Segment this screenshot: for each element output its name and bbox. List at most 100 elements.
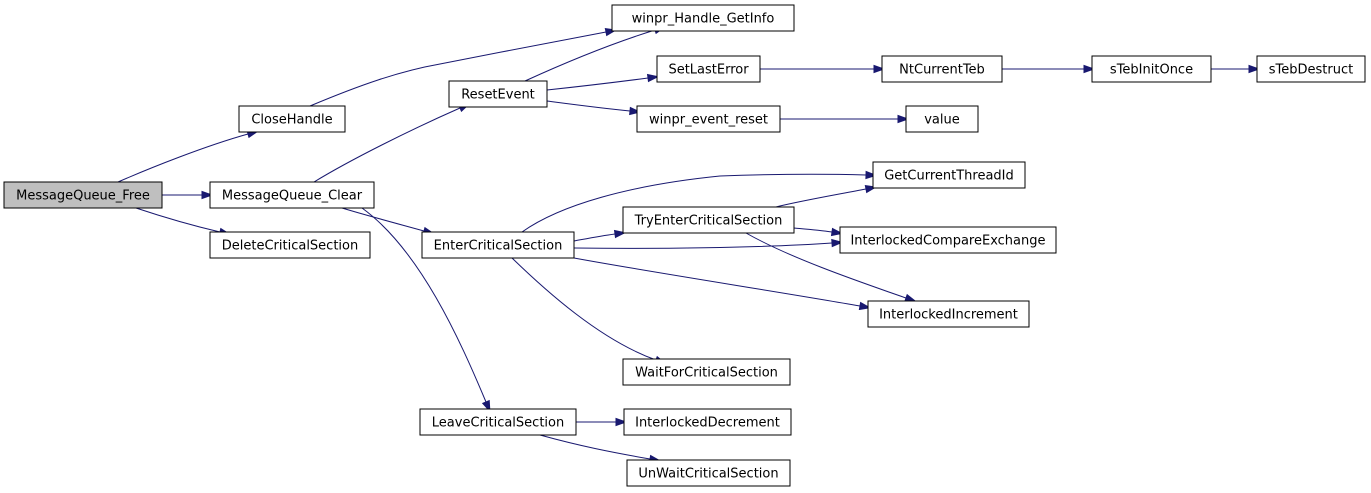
edge-arrowhead	[897, 114, 910, 124]
node-reset-event[interactable]: ResetEvent	[448, 80, 548, 108]
node-box[interactable]	[905, 105, 979, 133]
node-label: sTebInitOnce	[1110, 63, 1193, 78]
edge-reset-event-to-winpr-handle-getinfo	[524, 26, 666, 82]
node-label: value	[924, 113, 960, 128]
node-interlocked-decrement[interactable]: InterlockedDecrement	[623, 408, 792, 436]
node-box[interactable]	[839, 226, 1057, 254]
node-box[interactable]	[872, 161, 1026, 189]
edge-message-queue-free-to-close-handle	[117, 130, 260, 183]
edge-line	[117, 133, 249, 183]
node-message-queue-free[interactable]: MessageQueue_Free	[3, 181, 163, 209]
edge-nt-current-teb-to-steb-init-once	[1002, 64, 1096, 74]
edge-line	[573, 257, 861, 307]
node-enter-critical-section[interactable]: EnterCriticalSection	[421, 231, 575, 259]
edge-line	[511, 257, 657, 361]
edge-message-queue-free-to-delete-critical-section	[135, 207, 232, 236]
node-box[interactable]	[622, 358, 791, 386]
node-nt-current-teb[interactable]: NtCurrentTeb	[881, 55, 1003, 83]
edge-arrowhead	[629, 106, 642, 116]
edge-reset-event-to-set-last-error	[546, 73, 660, 91]
node-box[interactable]	[881, 55, 1003, 83]
node-box[interactable]	[626, 459, 791, 487]
node-try-enter-critical-section[interactable]: TryEnterCriticalSection	[622, 206, 795, 234]
node-label: DeleteCriticalSection	[222, 239, 358, 254]
edge-leave-critical-section-to-interlocked-decrement	[575, 417, 628, 427]
node-box[interactable]	[209, 231, 371, 259]
node-message-queue-clear[interactable]: MessageQueue_Clear	[209, 181, 375, 209]
node-wait-for-critical-section[interactable]: WaitForCriticalSection	[622, 358, 791, 386]
node-box[interactable]	[1091, 55, 1212, 83]
node-label: ResetEvent	[461, 88, 535, 103]
edge-arrowhead	[865, 170, 878, 180]
node-get-current-thread-id[interactable]: GetCurrentThreadId	[872, 161, 1026, 189]
node-close-handle[interactable]: CloseHandle	[238, 105, 346, 133]
edge-leave-critical-section-to-unwait-critical-section	[539, 434, 662, 464]
node-label: SetLastError	[668, 63, 749, 78]
nodes-layer: MessageQueue_Free CloseHandleMessageQueue…	[3, 4, 1366, 487]
node-box[interactable]	[611, 4, 795, 32]
edge-line	[573, 233, 616, 242]
edge-arrowhead	[904, 293, 917, 302]
node-box[interactable]	[421, 231, 575, 259]
node-leave-critical-section[interactable]: LeaveCriticalSection	[419, 408, 577, 436]
edge-line	[313, 107, 461, 183]
node-value[interactable]: value	[905, 105, 979, 133]
node-winpr-event-reset[interactable]: winpr_event_reset	[636, 105, 781, 133]
node-label: NtCurrentTeb	[899, 63, 985, 78]
edge-arrowhead	[1248, 64, 1261, 74]
node-label: UnWaitCriticalSection	[638, 467, 778, 482]
node-delete-critical-section[interactable]: DeleteCriticalSection	[209, 231, 371, 259]
node-label: EnterCriticalSection	[434, 239, 563, 254]
node-interlocked-increment[interactable]: InterlockedIncrement	[867, 300, 1030, 328]
node-label: CloseHandle	[251, 113, 332, 128]
edges-layer	[117, 26, 1261, 464]
edge-winpr-event-reset-to-value	[779, 114, 910, 124]
node-label: GetCurrentThreadId	[884, 169, 1014, 184]
node-box[interactable]	[3, 181, 163, 209]
node-set-last-error[interactable]: SetLastError	[656, 55, 761, 83]
node-interlocked-compare-exchange[interactable]: InterlockedCompareExchange	[839, 226, 1057, 254]
node-steb-init-once[interactable]: sTebInitOnce	[1091, 55, 1212, 83]
edge-enter-critical-section-to-interlocked-compare-exchange	[573, 238, 844, 249]
node-box[interactable]	[623, 408, 792, 436]
node-label: TryEnterCriticalSection	[634, 214, 783, 229]
edge-enter-critical-section-to-try-enter-critical-section	[573, 229, 627, 242]
edge-arrowhead	[873, 64, 886, 74]
edge-line	[341, 207, 425, 232]
edge-arrowhead	[613, 229, 627, 239]
edge-line	[524, 29, 656, 82]
edge-arrowhead	[831, 238, 844, 248]
edge-line	[539, 434, 651, 460]
node-winpr-handle-getinfo[interactable]: winpr_Handle_GetInfo	[611, 4, 795, 32]
edge-arrowhead	[858, 301, 872, 311]
node-box[interactable]	[238, 105, 346, 133]
node-box[interactable]	[448, 80, 548, 108]
node-unwait-critical-section[interactable]: UnWaitCriticalSection	[626, 459, 791, 487]
edge-line	[309, 31, 607, 107]
node-label: sTebDestruct	[1269, 63, 1353, 78]
node-box[interactable]	[1256, 55, 1366, 83]
node-label: MessageQueue_Clear	[222, 189, 363, 204]
node-label: WaitForCriticalSection	[635, 366, 778, 381]
edge-steb-init-once-to-steb-destruct	[1211, 64, 1261, 74]
edge-set-last-error-to-nt-current-teb	[760, 64, 886, 74]
node-box[interactable]	[636, 105, 781, 133]
edge-line	[573, 242, 833, 249]
edge-arrowhead	[1083, 64, 1096, 74]
node-box[interactable]	[622, 206, 795, 234]
node-box[interactable]	[419, 408, 577, 436]
edge-arrowhead	[830, 227, 844, 237]
node-label: winpr_event_reset	[649, 113, 768, 128]
edge-try-enter-critical-section-to-interlocked-compare-exchange	[793, 227, 844, 237]
node-box[interactable]	[656, 55, 761, 83]
node-label: winpr_Handle_GetInfo	[632, 12, 775, 27]
edge-line	[793, 227, 833, 233]
edge-message-queue-free-to-message-queue-clear	[162, 190, 214, 200]
node-box[interactable]	[209, 181, 375, 209]
edge-try-enter-critical-section-to-get-current-thread-id	[775, 184, 878, 208]
node-box[interactable]	[867, 300, 1030, 328]
node-steb-destruct[interactable]: sTebDestruct	[1256, 55, 1366, 83]
edge-line	[775, 188, 867, 208]
edge-enter-critical-section-to-get-current-thread-id	[521, 170, 878, 233]
